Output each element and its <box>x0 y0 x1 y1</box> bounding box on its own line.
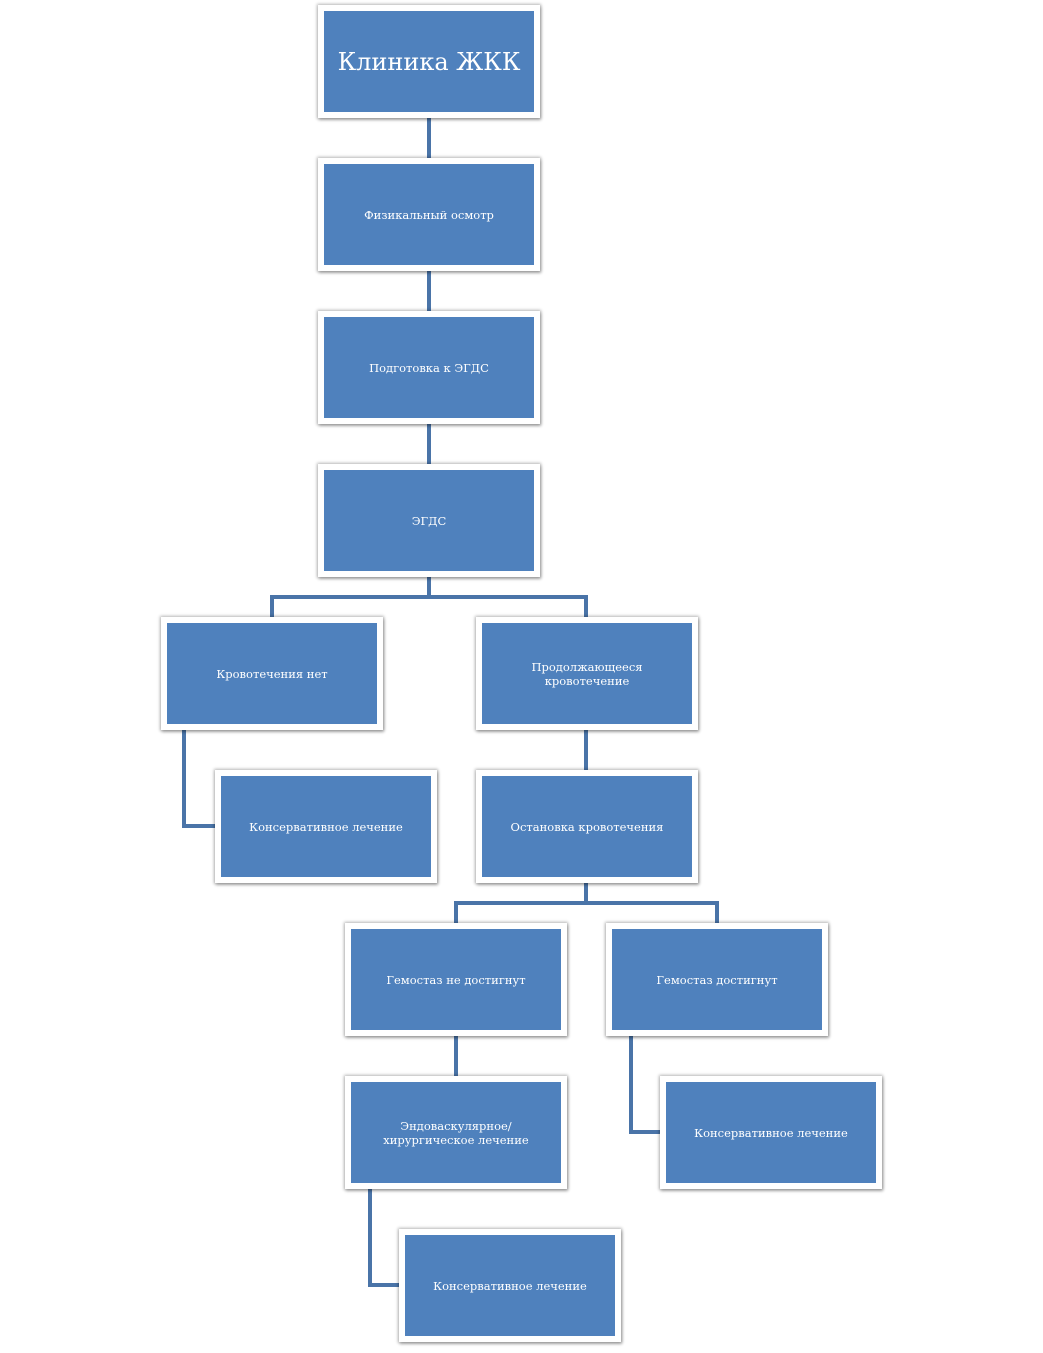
node-stop-bleeding: Остановка кровотечения <box>476 770 698 883</box>
node-label: Кровотечения нет <box>216 666 328 681</box>
node-label: Эндоваскулярное/хирургическое лечение <box>383 1118 529 1147</box>
node-no-bleeding: Кровотечения нет <box>161 617 383 730</box>
node-label: Гемостаз достигнут <box>656 972 778 987</box>
node-hemostasis-achieved: Гемостаз достигнут <box>606 923 828 1036</box>
node-label: Клиника ЖКК <box>337 47 521 76</box>
connector-hyes-cons <box>629 1036 660 1134</box>
node-conservative-treatment-3: Консервативное лечение <box>399 1229 621 1342</box>
node-label: Консервативное лечение <box>694 1125 848 1140</box>
connector-nobleed-cons <box>182 730 215 828</box>
node-egds: ЭГДС <box>318 464 540 577</box>
node-label: Физикальный осмотр <box>364 207 494 222</box>
node-label: Продолжающееся кровотечение <box>531 659 643 688</box>
node-physical-exam: Физикальный осмотр <box>318 158 540 271</box>
node-ongoing-bleeding: Продолжающееся кровотечение <box>476 617 698 730</box>
node-label: ЭГДС <box>411 513 447 528</box>
node-conservative-treatment-1: Консервативное лечение <box>215 770 437 883</box>
node-endovascular-surgical-treatment: Эндоваскулярное/хирургическое лечение <box>345 1076 567 1189</box>
connector-stop-branches <box>454 883 719 923</box>
node-hemostasis-not-achieved: Гемостаз не достигнут <box>345 923 567 1036</box>
node-label: Консервативное лечение <box>249 819 403 834</box>
node-label: Гемостаз не достигнут <box>386 972 526 987</box>
node-label: Консервативное лечение <box>433 1278 587 1293</box>
connector-egds-branches <box>270 577 588 617</box>
node-clinic-gi: Клиника ЖКК <box>318 5 540 118</box>
node-label: Подготовка к ЭГДС <box>369 360 489 375</box>
connector-endo-cons <box>368 1189 399 1287</box>
node-egds-prep: Подготовка к ЭГДС <box>318 311 540 424</box>
node-label: Остановка кровотечения <box>510 819 664 834</box>
node-conservative-treatment-2: Консервативное лечение <box>660 1076 882 1189</box>
